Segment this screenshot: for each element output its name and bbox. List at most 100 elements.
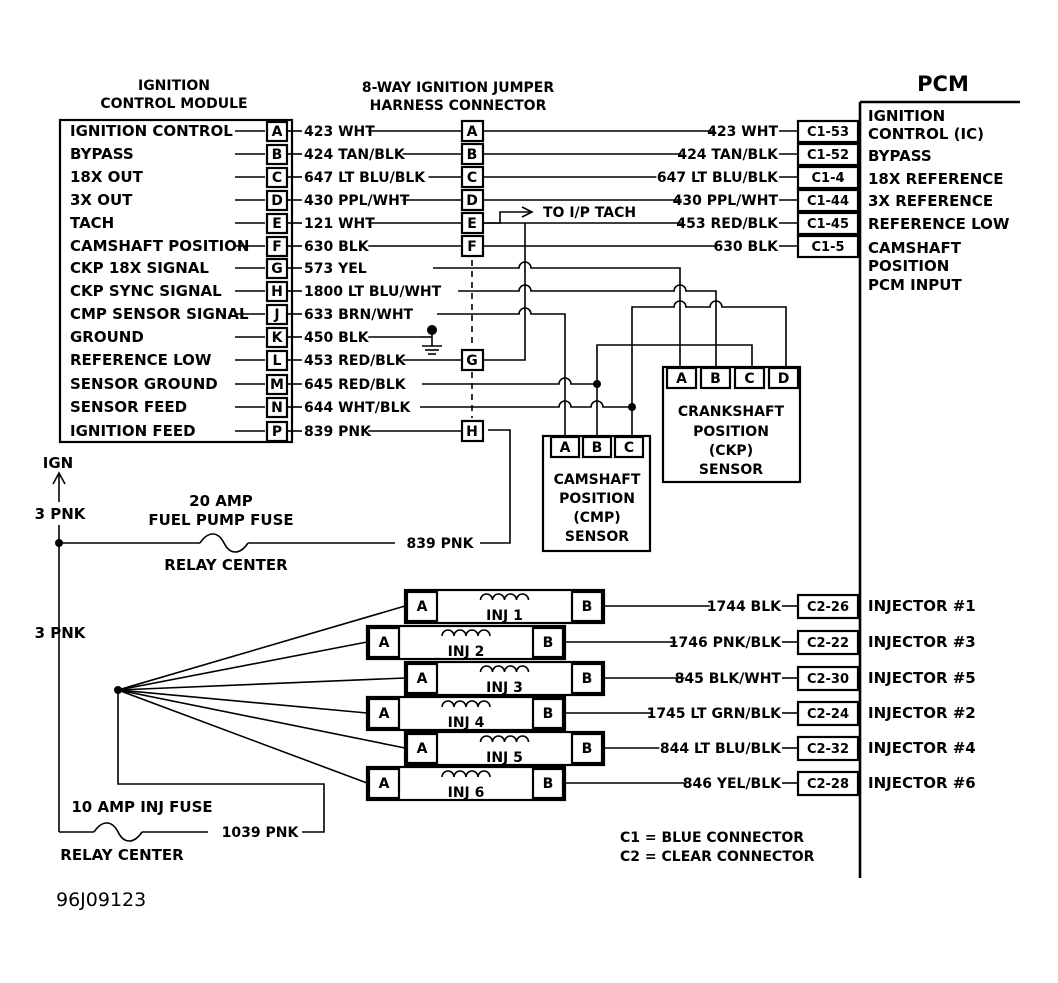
icm-label-j: CMP SENSOR SIGNAL <box>70 305 249 323</box>
icm-label-b: BYPASS <box>70 145 134 163</box>
icm-wire-h: 1800 LT BLU/WHT <box>304 284 442 300</box>
sensor-ground-route <box>422 377 597 385</box>
icm-pin-label-m: M <box>270 377 284 393</box>
pcm-c1-pin-label-0: C1-53 <box>807 125 849 140</box>
ign-arrow-head <box>52 471 66 485</box>
icm-wire-b: 424 TAN/BLK <box>304 147 406 163</box>
pcm-c1-wire-3: 430 PPL/WHT <box>673 193 779 209</box>
injector-feed-3 <box>117 677 406 691</box>
pcm-c2-wire-5: 846 YEL/BLK <box>683 776 782 792</box>
cmp-pin-b <box>581 435 613 459</box>
ckp-pin-label-d: D <box>778 371 790 387</box>
injector-name-5: INJ 5 <box>486 750 523 766</box>
sensor-ground-ckp <box>596 344 753 437</box>
ckp-18x-route <box>433 261 681 368</box>
figure-id: 96J09123 <box>56 889 146 911</box>
cmp-line4: SENSOR <box>565 529 629 545</box>
icm-title-line2: CONTROL MODULE <box>100 96 247 112</box>
injector-feed-1 <box>117 605 406 691</box>
relay-center-2: RELAY CENTER <box>60 846 184 864</box>
pcm-c2-wire-0: 1744 BLK <box>707 599 782 615</box>
pcm-c1-label-8: PCM INPUT <box>868 276 962 294</box>
injector-b-label-6: B <box>543 776 554 792</box>
wire-1039-pnk-label: 1039 PNK <box>222 825 300 841</box>
pcm-c2-pin-label-0: C2-26 <box>807 600 849 615</box>
cmp-pin-label-b: B <box>592 440 603 456</box>
injector-box-1 <box>403 588 606 625</box>
pcm-c2-pin-label-2: C2-30 <box>807 672 849 687</box>
icm-label-p: IGNITION FEED <box>70 422 196 440</box>
ign-label: IGN <box>43 454 73 472</box>
pcm-c1-label-2: BYPASS <box>868 147 932 165</box>
injector-b-label-4: B <box>543 706 554 722</box>
icm-label-a: IGNITION CONTROL <box>70 122 233 140</box>
injector-a-label-3: A <box>417 671 428 687</box>
icm-wire-j: 633 BRN/WHT <box>304 307 414 323</box>
ckp-line3: (CKP) <box>709 443 753 459</box>
icm-pin-label-l: L <box>273 353 282 369</box>
injector-a-box-4 <box>367 697 401 730</box>
jumper-pin-label-f: F <box>467 239 477 255</box>
jumper-connector: 8-WAY IGNITION JUMPER HARNESS CONNECTOR … <box>362 80 636 443</box>
pcm-c2-pin-label-4: C2-32 <box>807 742 849 757</box>
injector-b-box-3 <box>570 662 604 695</box>
pcm-c1-pin-label-2: C1-4 <box>811 171 844 186</box>
pcm-c2-wire-3: 1745 LT GRN/BLK <box>647 706 783 722</box>
icm-label-g: CKP 18X SIGNAL <box>70 259 209 277</box>
injector-coil-5 <box>479 735 530 743</box>
pcm-c2-label-0: INJECTOR #1 <box>868 597 976 615</box>
icm-label-h: CKP SYNC SIGNAL <box>70 282 222 300</box>
jumper-pin-label-c: C <box>467 170 477 186</box>
injector-coil-1 <box>479 593 530 601</box>
ckp-pin-label-b: B <box>710 371 721 387</box>
injector-a-box-2 <box>367 626 401 659</box>
icm-pin-label-b: B <box>272 147 283 163</box>
icm-title-line1: IGNITION <box>138 78 210 94</box>
injector-a-box-6 <box>367 767 401 800</box>
pcm-c1-pin-label-3: C1-44 <box>807 194 849 209</box>
injector-a-label-6: A <box>379 776 390 792</box>
pcm-c2-label-1: INJECTOR #3 <box>868 633 976 651</box>
ckp-sync-route <box>458 284 717 368</box>
ckp-pin-b <box>699 366 732 390</box>
icm-pin-label-k: K <box>272 330 284 346</box>
ckp-pin-label-a: A <box>676 371 687 387</box>
jumper-pin-label-e: E <box>467 216 477 232</box>
icm-label-c: 18X OUT <box>70 168 144 186</box>
wire-1039-pnk <box>117 690 325 833</box>
tach-branch <box>483 211 530 224</box>
ckp-line1: CRANKSHAFT <box>678 404 785 420</box>
ckp-pin-a <box>665 366 698 390</box>
pcm-c2-wire-4: 844 LT BLU/BLK <box>660 741 782 757</box>
legend-c1: C1 = BLUE CONNECTOR <box>620 830 804 846</box>
icm-pin-label-n: N <box>271 400 283 416</box>
cmp-line1: CAMSHAFT <box>554 472 641 488</box>
icm-wire-f: 630 BLK <box>304 239 370 255</box>
icm-pin-label-j: J <box>273 307 279 323</box>
injector-a-label-4: A <box>379 706 390 722</box>
jumper-pin-label-d: D <box>466 193 478 209</box>
icm-wire-p: 839 PNK <box>304 424 372 440</box>
fuel-fuse-line2: FUEL PUMP FUSE <box>148 511 293 529</box>
injector-a-box-3 <box>405 662 439 695</box>
icm-wire-a: 423 WHT <box>304 124 375 140</box>
icm-wire-k: 450 BLK <box>304 330 370 346</box>
injector-b-label-2: B <box>543 635 554 651</box>
ground-dot <box>427 325 437 335</box>
pcm-c1-pin-label-4: C1-45 <box>807 217 849 232</box>
icm-label-d: 3X OUT <box>70 191 133 209</box>
pcm-c2-pin-label-1: C2-22 <box>807 636 849 651</box>
sensor-ground-splice <box>593 380 601 388</box>
tach-label: TO I/P TACH <box>543 205 636 221</box>
injector-a-label-2: A <box>379 635 390 651</box>
pcm-c2-label-5: INJECTOR #6 <box>868 774 976 792</box>
icm-box <box>58 118 294 444</box>
pcm-c1-pin-label-1: C1-52 <box>807 148 849 163</box>
injector-coil-3 <box>479 665 530 673</box>
